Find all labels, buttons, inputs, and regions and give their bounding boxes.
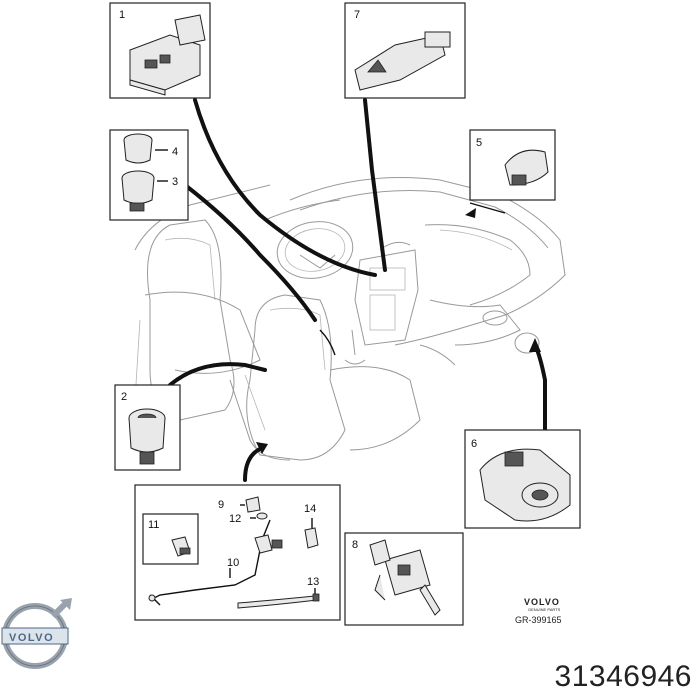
volvo-logo: VOLVO xyxy=(1,598,72,669)
callout-label-12: 12 xyxy=(229,513,241,525)
callout-label-9: 9 xyxy=(218,499,224,511)
logo-text: VOLVO xyxy=(9,632,54,644)
callout-label-11: 11 xyxy=(148,519,159,531)
callout-box-1: 1 xyxy=(109,2,211,99)
part-number: 31346946 xyxy=(554,660,692,693)
callout-box-7: 7 xyxy=(344,2,466,99)
callout-label-8: 8 xyxy=(352,539,358,551)
clip-part xyxy=(304,518,319,549)
leader-lines xyxy=(168,98,547,482)
power-socket-part xyxy=(128,408,166,465)
callout-label-13: 13 xyxy=(307,576,319,588)
sensor-part xyxy=(504,149,549,186)
callout-box-8: 8 xyxy=(344,532,464,626)
callout-label-6: 6 xyxy=(471,438,477,450)
wiring-harness-part xyxy=(148,496,283,606)
brand-block: VOLVO GENUINE PARTS GR-399165 xyxy=(515,597,562,625)
drawing-ref: GR-399165 xyxy=(515,615,562,625)
callout-label-14: 14 xyxy=(304,503,316,515)
cable-tie-part xyxy=(237,588,320,609)
brand-sub: GENUINE PARTS xyxy=(528,607,561,612)
brake-light-switch-part xyxy=(369,539,441,616)
bolt-part xyxy=(171,536,191,557)
light-switch-part xyxy=(479,448,571,522)
callout-label-1: 1 xyxy=(119,9,125,21)
hazard-switch-part xyxy=(354,31,451,91)
car-interior-illustration xyxy=(134,177,566,461)
callout-box-wiring: 9 12 14 10 13 11 xyxy=(134,484,341,621)
callout-label-7: 7 xyxy=(354,9,360,21)
callout-label-2: 2 xyxy=(121,391,127,403)
callout-box-6: 6 xyxy=(464,429,581,529)
socket-cap-part xyxy=(123,133,153,164)
callout-box-5: 5 xyxy=(469,129,556,201)
callout-label-3: 3 xyxy=(172,176,178,188)
callout-label-10: 10 xyxy=(227,557,239,569)
switch-module-1-part xyxy=(129,14,206,96)
callout-label-5: 5 xyxy=(476,137,482,149)
callout-label-4: 4 xyxy=(172,146,178,158)
socket-part xyxy=(121,170,155,212)
callout-box-3-4: 4 3 xyxy=(109,129,189,221)
callout-box-2: 2 xyxy=(114,384,181,471)
brand-name: VOLVO xyxy=(524,597,560,607)
